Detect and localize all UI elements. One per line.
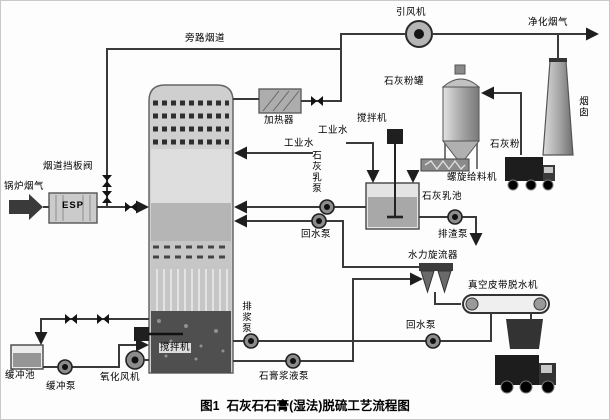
pipes xyxy=(34,27,599,368)
id-fan xyxy=(405,20,433,48)
label-slurry-discharge-pump: 排浆泵 xyxy=(239,301,251,334)
label-buffer-pool: 缓冲池 xyxy=(5,370,36,381)
label-flue-damper-valve: 烟道挡板阀 xyxy=(43,161,94,172)
gypsum-truck xyxy=(495,355,556,394)
gypsum-bin xyxy=(506,319,543,349)
label-return-water-pump-lower: 回水泵 xyxy=(406,320,437,331)
label-chimney: 烟囱 xyxy=(576,96,588,118)
label-bypass-flue: 旁路烟道 xyxy=(185,33,226,44)
oxidation-fan-unit xyxy=(125,350,145,370)
screw-feeder-unit xyxy=(420,158,470,172)
label-screw-feeder: 螺旋给料机 xyxy=(447,172,498,183)
label-lime-powder-tank: 石灰粉罐 xyxy=(384,76,425,87)
label-agitator-top: 搅拌机 xyxy=(357,113,388,124)
label-return-water-pump-upper: 回水泵 xyxy=(301,229,332,240)
label-gypsum-slurry-pump: 石膏浆液泵 xyxy=(259,371,310,382)
lime-powder-silo xyxy=(441,64,481,169)
chimney-stack xyxy=(542,58,574,156)
label-agitator-bottom: 搅拌机 xyxy=(159,342,192,353)
label-boiler-flue-gas: 锅炉烟气 xyxy=(4,181,45,192)
boiler-gas-inlet-arrow xyxy=(9,194,43,220)
figure-number: 图1 xyxy=(200,399,220,413)
label-esp: ESP xyxy=(61,200,84,211)
slurry-pool xyxy=(151,311,231,373)
label-buffer-pump: 缓冲泵 xyxy=(46,381,77,392)
label-clean-flue-gas: 净化烟气 xyxy=(528,17,569,28)
label-lime-milk-pump: 石灰乳泵 xyxy=(309,150,321,194)
label-industrial-water-tower: 工业水 xyxy=(284,138,315,149)
label-hydrocyclone: 水力旋流器 xyxy=(408,250,459,261)
label-oxidation-fan: 氧化风机 xyxy=(100,372,141,383)
label-lime-powder: 石灰粉 xyxy=(490,139,521,150)
label-heater: 加热器 xyxy=(264,115,295,126)
agitator-motor xyxy=(387,129,403,144)
label-slag-discharge-pump: 排渣泵 xyxy=(438,229,469,240)
label-vacuum-belt-dewaterer: 真空皮带脱水机 xyxy=(468,280,539,291)
heater-unit xyxy=(258,88,302,114)
hydrocyclone-unit xyxy=(419,263,453,294)
lime-slurry-tank xyxy=(365,129,420,230)
figure-caption: 图1 石灰石石膏(湿法)脱硫工艺流程图 xyxy=(1,395,609,414)
label-industrial-water-tank: 工业水 xyxy=(318,125,349,136)
lime-powder-truck xyxy=(505,157,555,191)
vacuum-belt-unit xyxy=(462,294,550,314)
spray-fountains xyxy=(156,269,228,311)
buffer-pool-tank xyxy=(10,344,44,370)
pool-bubbles xyxy=(157,319,225,361)
absorber-tower xyxy=(148,84,234,374)
figure-title: 石灰石石膏(湿法)脱硫工艺流程图 xyxy=(226,399,410,413)
tower-agitator xyxy=(134,327,183,341)
label-induced-draft-fan: 引风机 xyxy=(396,7,427,18)
label-lime-milk-pool: 石灰乳池 xyxy=(422,191,463,202)
